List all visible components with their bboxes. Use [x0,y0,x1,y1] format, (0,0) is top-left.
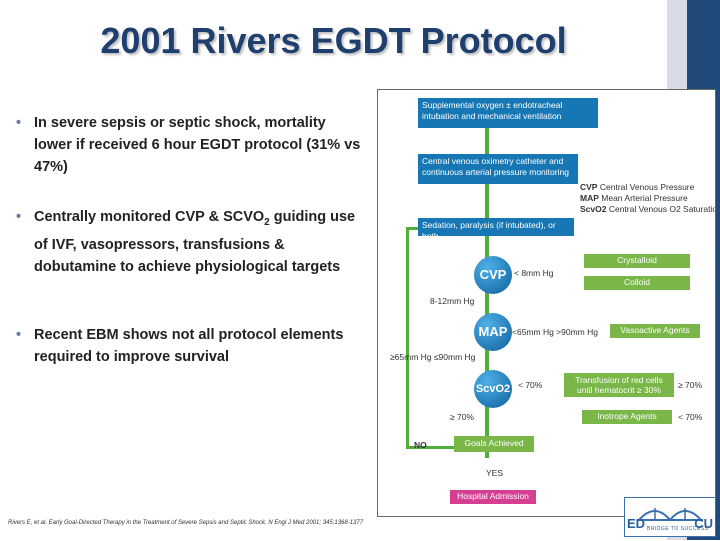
cvp-target-label: 8-12mm Hg [430,296,475,306]
legend-row: CVP Central Venous Pressure [580,182,695,192]
bullet-text: Recent EBM shows not all protocol elemen… [34,327,344,365]
bullet-item: • Recent EBM shows not all protocol elem… [16,324,361,368]
bullet-item: • In severe sepsis or septic shock, mort… [16,112,361,178]
bullet-item: • Centrally monitored CVP & SCVO2 guidin… [16,206,361,278]
legend: CVP Central Venous Pressure MAP Mean Art… [580,182,716,215]
ge70-right-label: ≥ 70% [678,380,703,390]
bullet-dot-icon: • [16,115,22,131]
loop-line-bottom [406,446,466,449]
cvp-low-label: < 8mm Hg [514,268,554,278]
citation: Rivers E, et al. Early Goal-Directed The… [8,520,364,526]
logo-tagline: BRIDGE TO SUCCESS [647,526,709,532]
bullet-text: In severe sepsis or septic shock, mortal… [34,115,361,175]
box-crystalloid: Crystalloid [584,254,690,268]
box-inotrope: Inotrope Agents [582,410,672,424]
bullet-text: Centrally monitored CVP & SCVO2 guiding … [34,206,361,278]
bullet-dot-icon: • [16,209,22,225]
box-hospital-admission: Hospital Admission [450,490,536,504]
map-target-label: ≥65mm Hg ≤90mm Hg [390,352,476,362]
logo-right-text: CU [694,516,713,531]
loop-line [406,227,409,447]
lt70-right-label: < 70% [678,412,703,422]
logo-left-text: ED [627,516,646,531]
map-range-label: <65mm Hg >90mm Hg [512,327,598,337]
scvo2-node: ScvO2 [474,370,512,408]
edcu-logo: ED CU BRIDGE TO SUCCESS [624,497,716,537]
bullet-subscript: 2 [264,216,270,228]
map-node: MAP [474,313,512,351]
slide-title: 2001 Rivers EGDT Protocol [100,20,567,61]
bridge-icon [637,508,703,522]
box-vasoactive: Vasoactive Agents [610,324,700,338]
legend-row: MAP Mean Arterial Pressure [580,193,688,203]
bullet-text-pre: Centrally monitored CVP & SCVO [34,209,265,225]
box-transfusion: Transfusion of red cells until hematocri… [564,373,674,397]
box-monitoring: Central venous oximetry catheter and con… [418,154,578,184]
egdt-flowchart: Supplemental oxygen ± endotracheal intub… [377,89,716,517]
yes-label: YES [486,468,504,478]
bullet-dot-icon: • [16,327,22,343]
box-colloid: Colloid [584,276,690,290]
legend-row: ScvO2 Central Venous O2 Saturation [580,204,716,214]
no-label: NO [414,440,427,450]
box-supplemental-oxygen: Supplemental oxygen ± endotracheal intub… [418,98,598,128]
scvo2-low-label: < 70% [518,380,543,390]
box-sedation: Sedation, paralysis (if intubated), or b… [418,218,574,241]
cvp-node: CVP [474,256,512,294]
bullet-text-post: guiding use of IVF, vasopressors, transf… [34,209,356,275]
loop-line-top [406,227,418,230]
box-goals-achieved: Goals Achieved [454,436,534,452]
ge70-left-label: ≥ 70% [450,412,475,422]
